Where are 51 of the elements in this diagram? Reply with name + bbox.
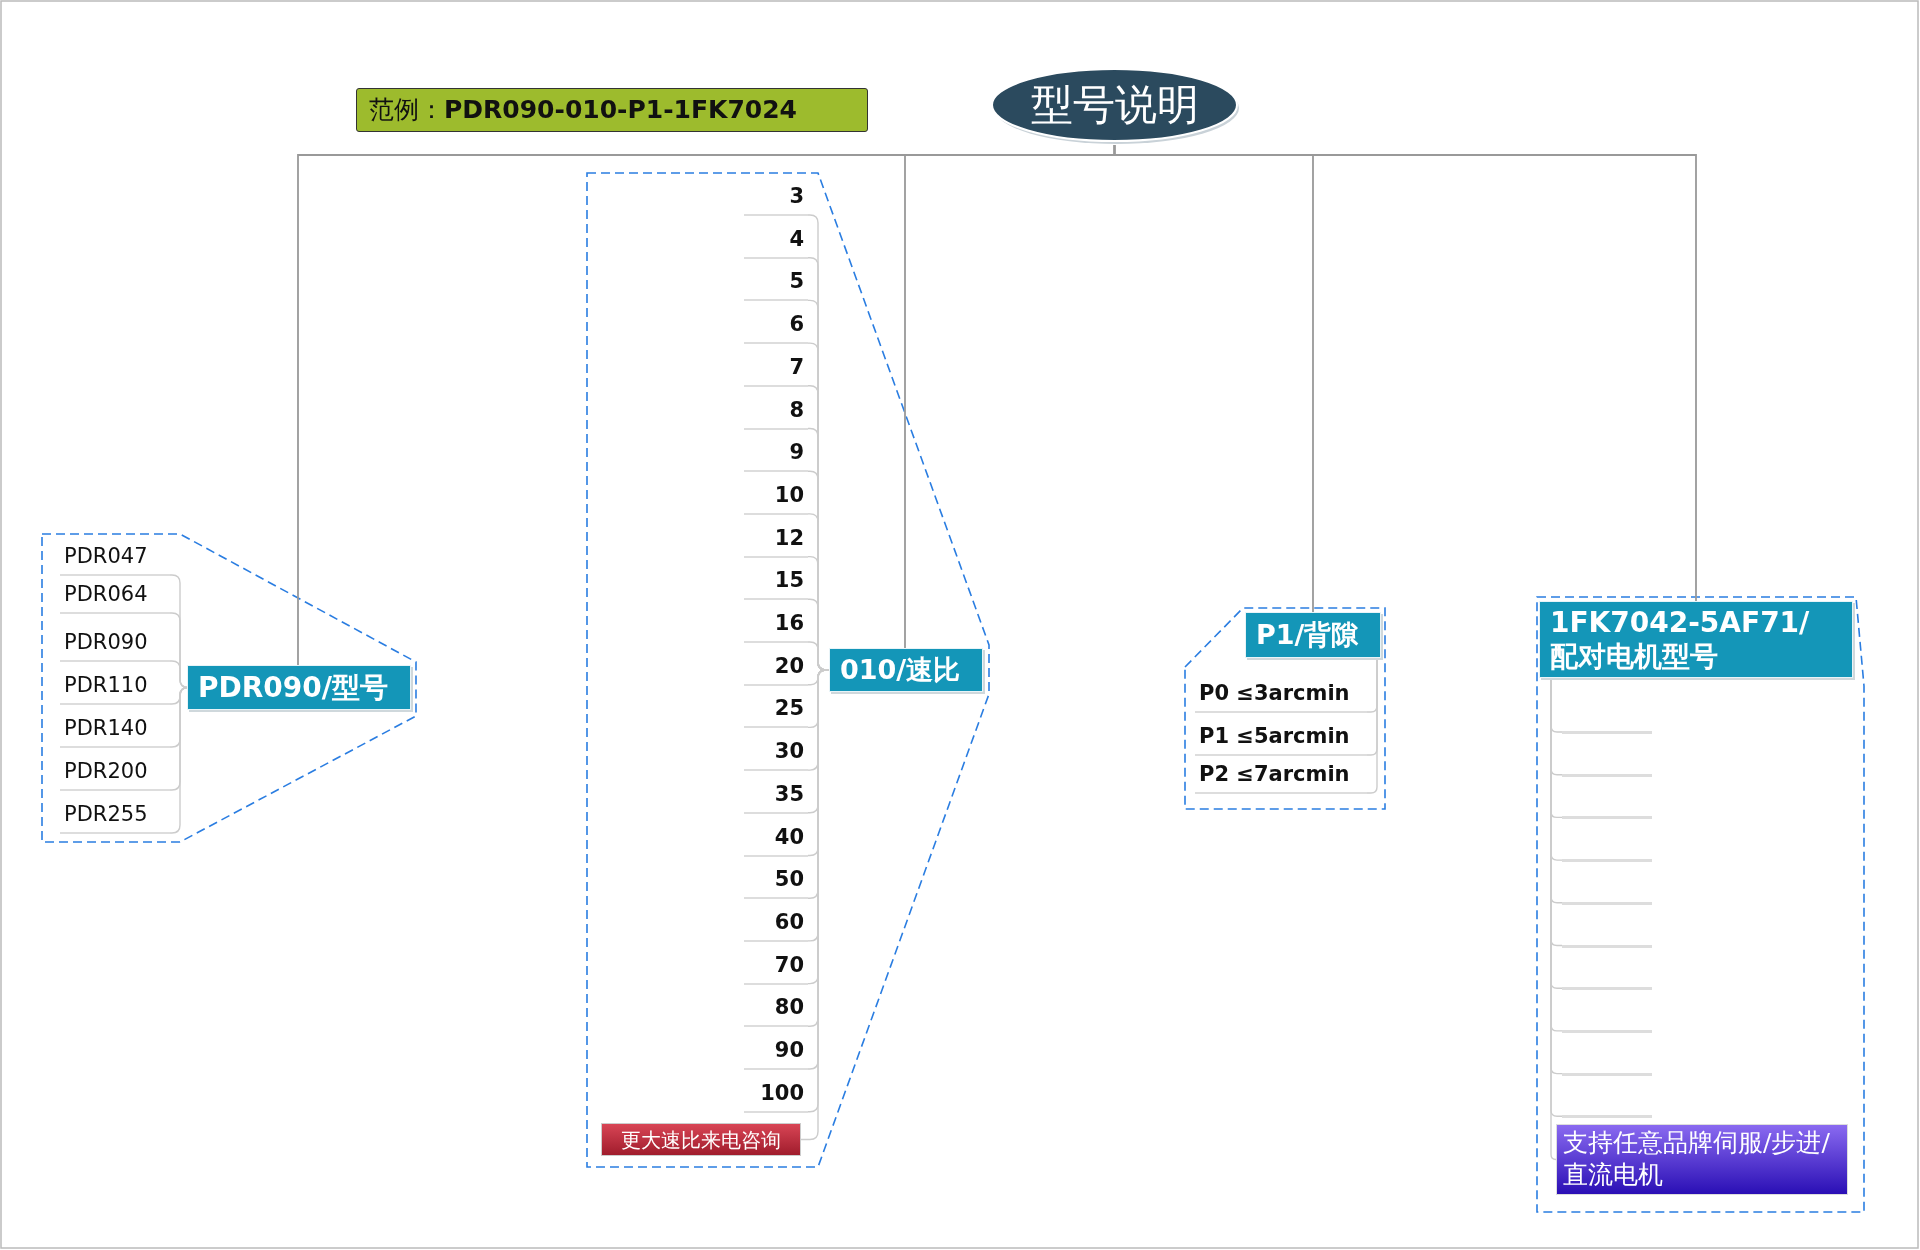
topic-label: PDR110: [60, 667, 170, 705]
underline-bar: [1562, 1072, 1652, 1076]
connector: [1113, 144, 1697, 602]
underline-bar: [1562, 773, 1652, 777]
underline-bar: [1562, 944, 1652, 948]
topic-label: P0 ≤3arcmin: [1195, 675, 1367, 713]
example-label: 范例：PDR090-010-P1-1FK7024: [356, 88, 868, 132]
topic-label: 50: [744, 861, 808, 900]
underline-bar: [1562, 816, 1652, 820]
topic-label: 3: [744, 178, 808, 216]
topic-label: 10: [744, 476, 808, 515]
topic-label: 5: [744, 263, 808, 302]
topic-label: P2 ≤7arcmin: [1195, 756, 1367, 794]
topic-label: 90: [744, 1032, 808, 1070]
topic-label: 9: [744, 434, 808, 473]
underline-bar: [1562, 987, 1652, 991]
underline-bar: [1562, 859, 1652, 863]
topic-label: 70: [744, 946, 808, 985]
topic-label: PDR047: [60, 538, 170, 576]
branch-topic-box: 010/速比: [829, 648, 983, 692]
note-box: 支持任意品牌伺服/步进/直流电机: [1556, 1124, 1848, 1195]
topic-label: 80: [744, 989, 808, 1028]
topic-label: 40: [744, 818, 808, 857]
note-box: 更大速比来电咨询: [601, 1123, 801, 1156]
topic-label: PDR064: [60, 576, 170, 614]
topic-label: 8: [744, 391, 808, 430]
connector: [1366, 657, 1378, 794]
branch-topic-box: 1FK7042-5AF71/配对电机型号: [1539, 601, 1853, 678]
topic-label: 20: [744, 647, 808, 686]
topic-label: 35: [744, 775, 808, 814]
topic-label: PDR255: [60, 796, 170, 834]
topic-label: 60: [744, 903, 808, 942]
topic-label: 30: [744, 733, 808, 772]
topic-label: PDR200: [60, 753, 170, 791]
branch-topic-box: PDR090/型号: [187, 665, 411, 710]
topic-label: 100: [744, 1074, 808, 1113]
underline-bar: [1562, 1029, 1652, 1033]
topic-label: 7: [744, 348, 808, 387]
topic-label: P1 ≤5arcmin: [1195, 718, 1367, 756]
topic-label: PDR090: [60, 624, 170, 662]
topic-label: 12: [744, 519, 808, 558]
topic-label: 16: [744, 605, 808, 643]
underline-bar: [1562, 1115, 1652, 1119]
topic-label: 25: [744, 690, 808, 729]
underline-bar: [1562, 731, 1652, 734]
topic-label: 15: [744, 562, 808, 601]
branch-topic-box: P1/背隙: [1245, 612, 1381, 658]
topic-label: 6: [744, 306, 808, 345]
underline-bar: [1562, 901, 1652, 905]
topic-label: PDR140: [60, 710, 170, 748]
topic-label: 4: [744, 220, 808, 259]
